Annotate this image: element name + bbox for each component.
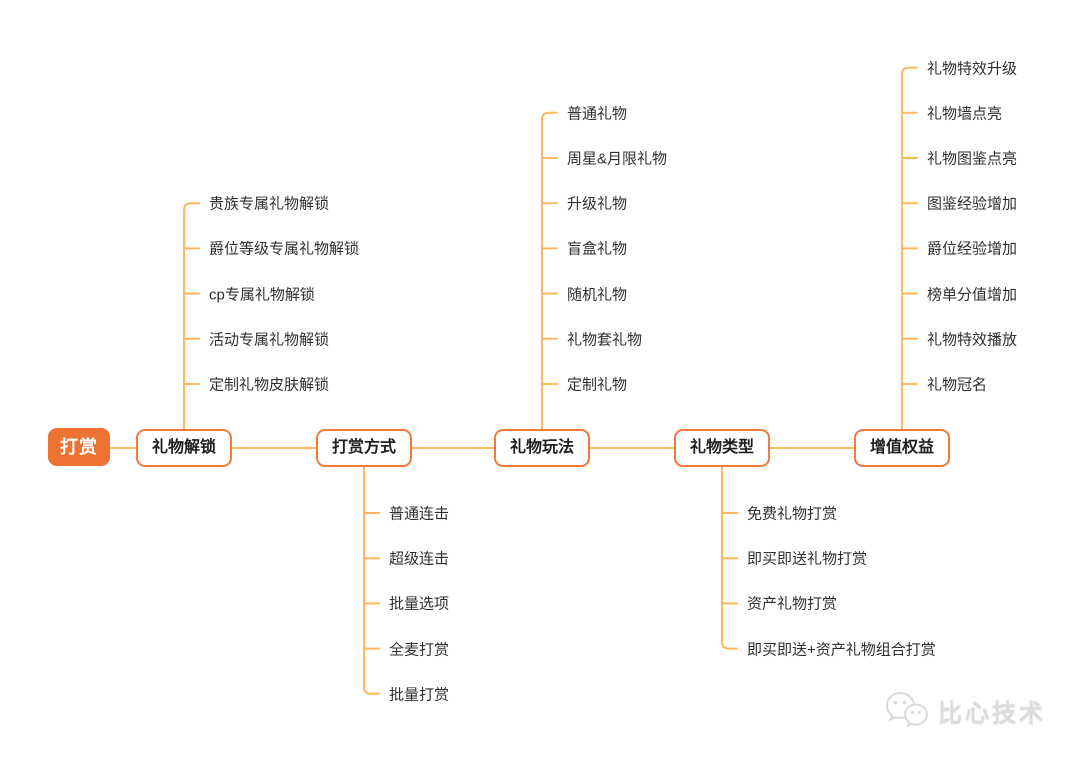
branch-node: 礼物类型 <box>673 429 771 467</box>
leaf-label: 全麦打赏 <box>389 641 450 659</box>
leaf-label: 超级连击 <box>389 550 450 568</box>
leaf-label: 周星&月限礼物 <box>567 150 668 168</box>
chat-bubbles-icon <box>884 691 930 729</box>
branch-node: 礼物玩法 <box>493 429 591 467</box>
leaf-label: 即买即送+资产礼物组合打赏 <box>747 641 936 659</box>
leaf-label: 图鉴经验增加 <box>927 195 1018 213</box>
branch-node: 增值权益 <box>853 429 951 467</box>
leaf-label: 礼物图鉴点亮 <box>927 150 1018 168</box>
leaf-label: 升级礼物 <box>567 195 628 213</box>
leaf-label: 礼物特效升级 <box>927 60 1018 78</box>
leaf-label: 免费礼物打赏 <box>747 505 838 523</box>
leaf-label: 贵族专属礼物解锁 <box>209 195 330 213</box>
branch-node: 打赏方式 <box>315 429 413 467</box>
leaf-label: 礼物套礼物 <box>567 331 643 349</box>
leaf-label: 随机礼物 <box>567 286 628 304</box>
leaf-label: 爵位经验增加 <box>927 240 1018 258</box>
leaf-label: cp专属礼物解锁 <box>209 286 315 304</box>
root-node: 打赏 <box>48 428 110 466</box>
leaf-label: 批量打赏 <box>389 686 450 704</box>
leaf-label: 礼物墙点亮 <box>927 105 1003 123</box>
leaf-label: 普通连击 <box>389 505 450 523</box>
leaf-label: 定制礼物皮肤解锁 <box>209 376 330 394</box>
leaf-label: 活动专属礼物解锁 <box>209 331 330 349</box>
leaf-label: 即买即送礼物打赏 <box>747 550 868 568</box>
watermark: 比心技术 <box>884 691 1046 729</box>
leaf-label: 批量选项 <box>389 595 450 613</box>
leaf-label: 资产礼物打赏 <box>747 595 838 613</box>
watermark-text: 比心技术 <box>938 699 1046 727</box>
leaf-label: 礼物冠名 <box>927 376 988 394</box>
leaf-label: 榜单分值增加 <box>927 286 1018 304</box>
branch-node: 礼物解锁 <box>135 429 233 467</box>
leaf-label: 定制礼物 <box>567 376 628 394</box>
leaf-label: 爵位等级专属礼物解锁 <box>209 240 360 258</box>
leaf-label: 礼物特效播放 <box>927 331 1018 349</box>
leaf-label: 盲盒礼物 <box>567 240 628 258</box>
leaf-label: 普通礼物 <box>567 105 628 123</box>
